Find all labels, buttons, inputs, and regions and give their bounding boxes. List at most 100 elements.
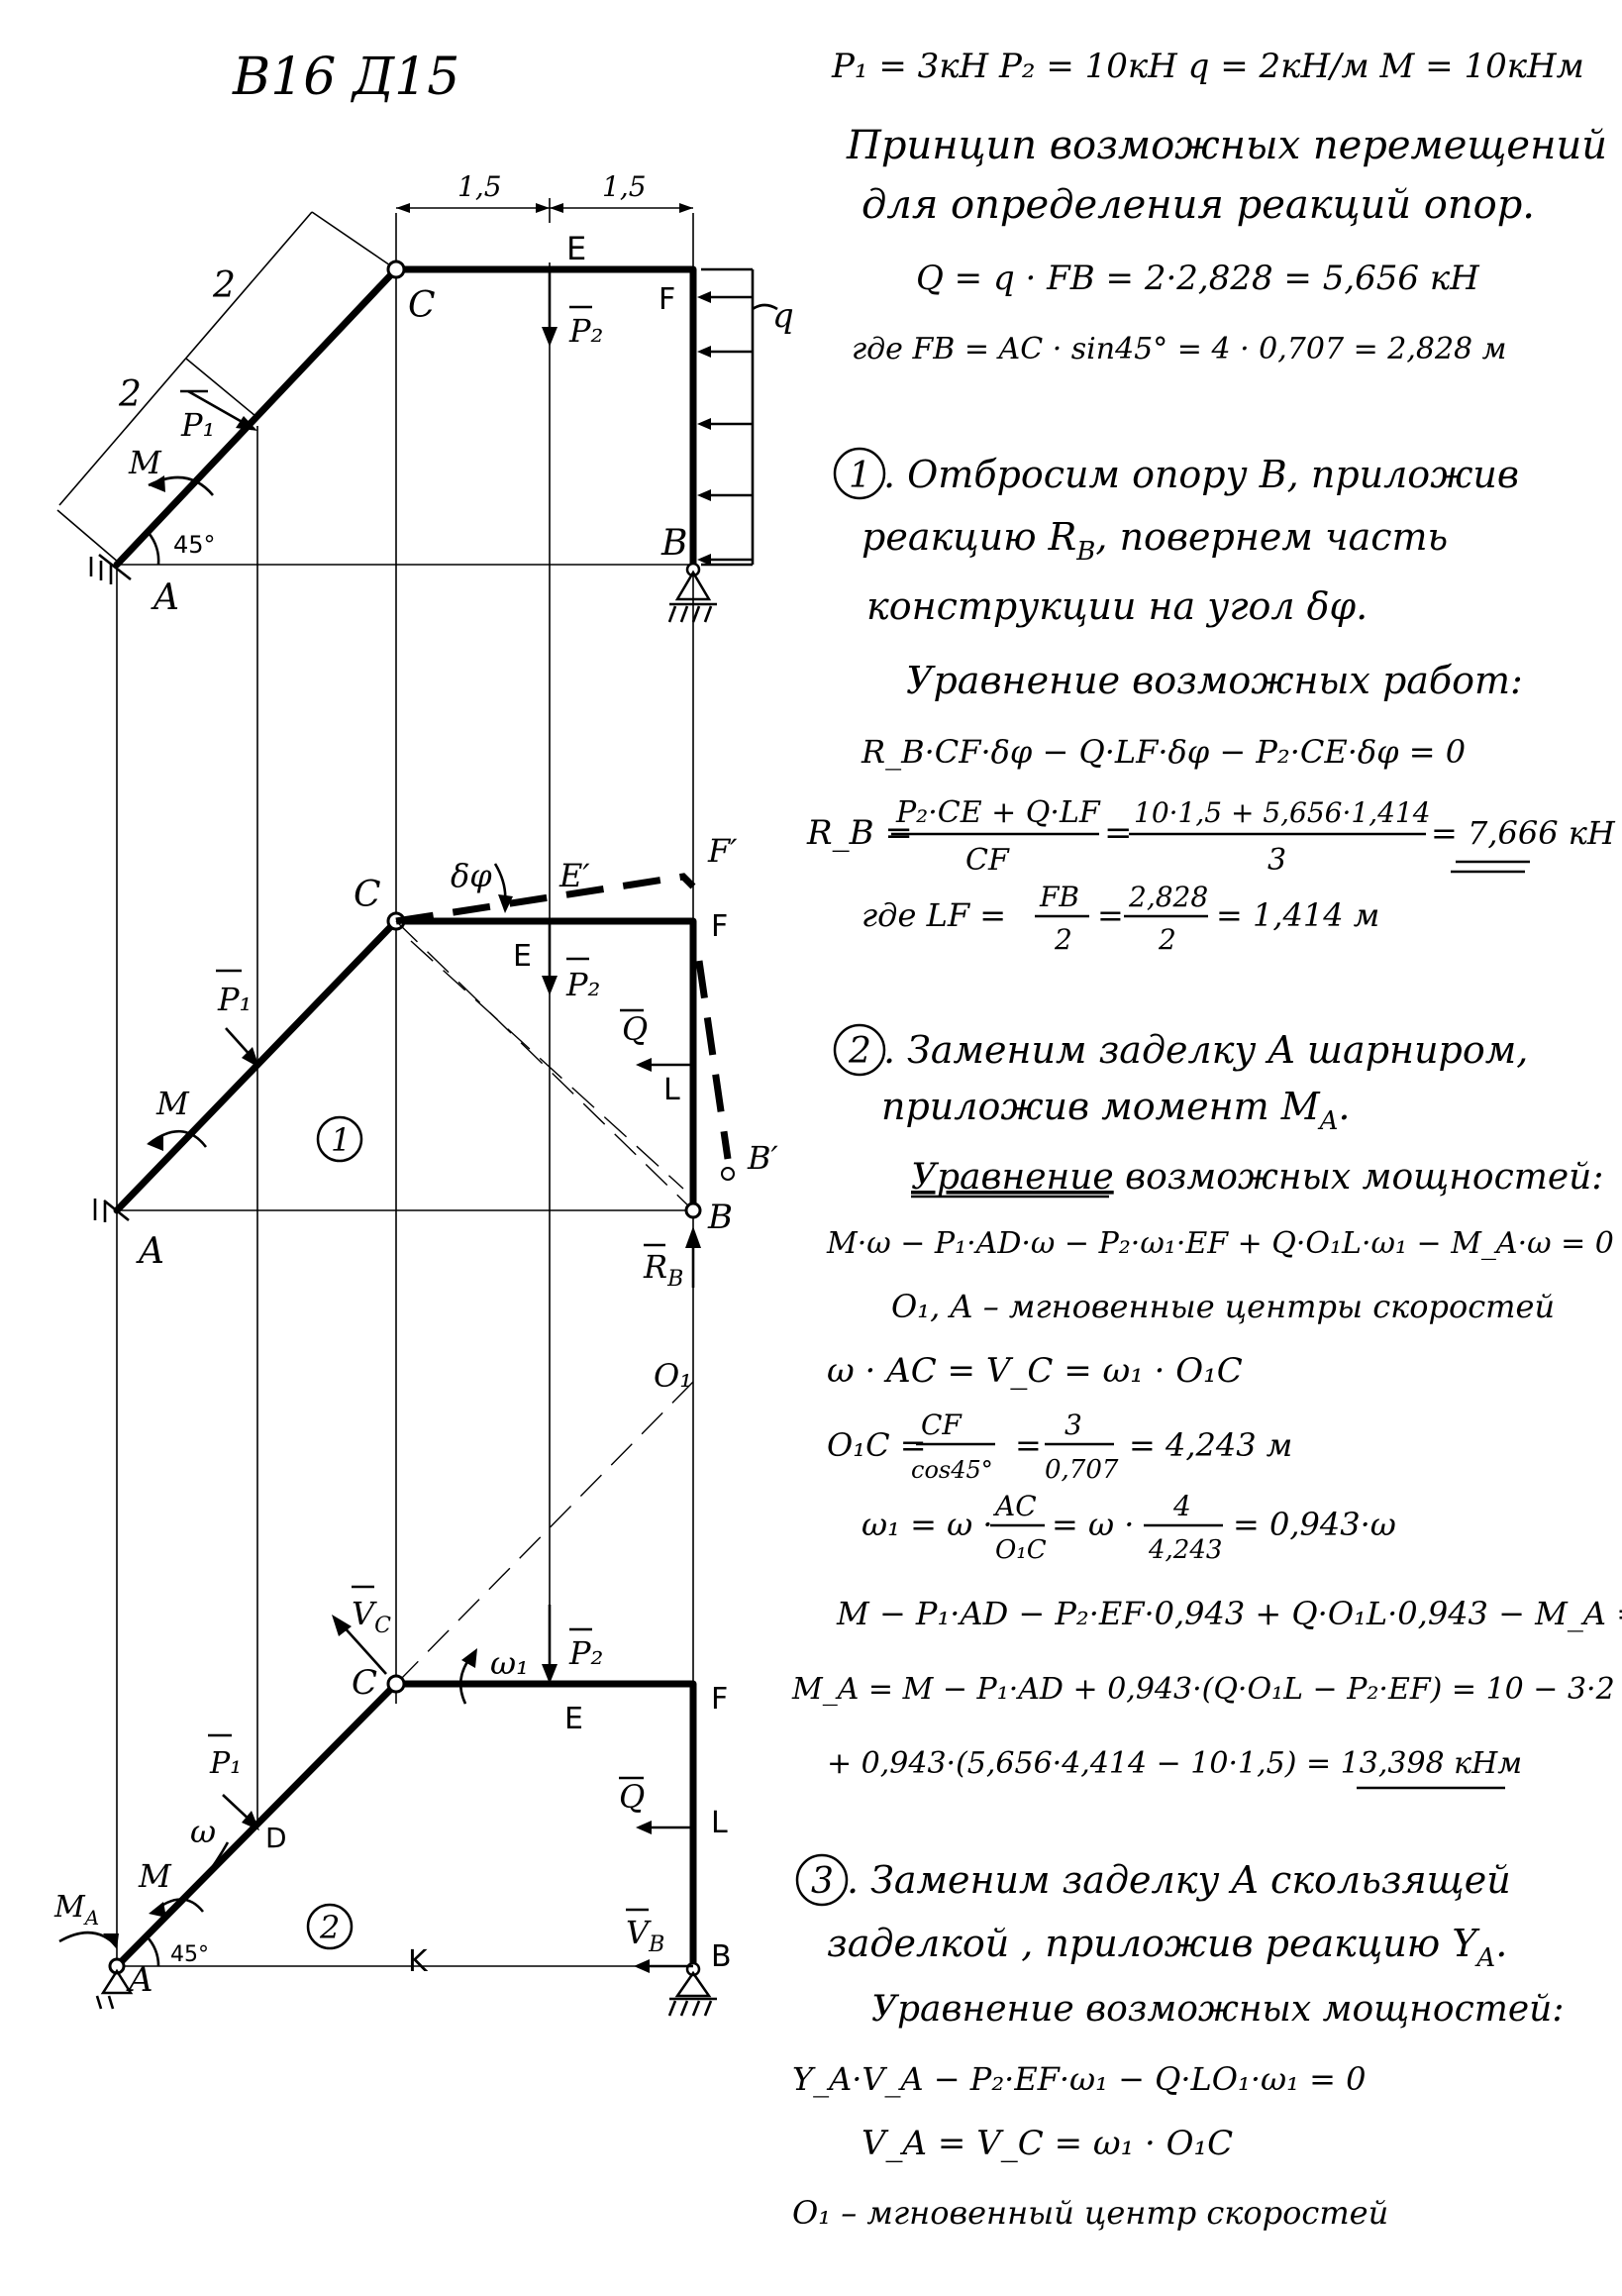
rb-num2: 10·1,5 + 5,656·1,414	[1134, 796, 1431, 829]
point-K-fig2: K	[408, 1944, 429, 1979]
step2-eq: M·ω − P₁·AD·ω − P₂·ω₁·EF + Q·O₁L·ω₁ − M_…	[826, 1226, 1614, 1261]
w1-mid: = ω ·	[1052, 1506, 1134, 1543]
rb-den: CF	[965, 843, 1010, 878]
force-Q-fig1: Q	[622, 1010, 648, 1048]
step3-text-2: заделкой , приложив реакцию YA.	[827, 1922, 1507, 1973]
step2-eq2: M − P₁·AD − P₂·EF·0,943 + Q·O₁L·0,943 − …	[836, 1595, 1622, 1632]
step2-text-2: приложив момент MA.	[881, 1085, 1351, 1136]
force-P2-top: P₂	[568, 312, 603, 350]
point-C-top: C	[408, 285, 436, 326]
lf-num: FB	[1039, 881, 1079, 913]
step2-number: 2	[848, 1031, 871, 1072]
o1c-lhs: O₁C =	[827, 1426, 927, 1464]
point-F-fig1: F	[711, 909, 728, 944]
rb-den2: 3	[1267, 843, 1286, 878]
point-F-fig2: F	[711, 1682, 728, 1717]
w1-den: O₁C	[995, 1535, 1047, 1565]
page-title: В16 Д15	[232, 48, 459, 107]
moment-M-fig2: M	[138, 1857, 172, 1895]
moment-M-fig1: M	[155, 1085, 190, 1122]
step2-text-1: . Заменим заделку A шарниром,	[883, 1028, 1528, 1072]
structure-given: 1,5 1,5 2 2 A 45° B C E F P₂	[56, 170, 794, 623]
fb-formula: где FB = AC · sin45° = 4 · 0,707 = 2,828…	[852, 332, 1507, 366]
step2-centers: O₁, A – мгновенные центры скоростей	[891, 1288, 1555, 1325]
point-E-fig1: E	[513, 939, 532, 974]
velocity-VC: VC	[352, 1595, 391, 1638]
structure-case-1: A C E E′ F′ F L B′ B δφ P₂ Q P₁ M 1	[93, 832, 779, 1395]
point-C-fig1: C	[354, 875, 381, 915]
w1-num2: 4	[1172, 1490, 1191, 1522]
step2-ma1: M_A = M − P₁·AD + 0,943·(Q·O₁L − P₂·EF) …	[791, 1672, 1622, 1707]
point-L-fig1: L	[663, 1073, 680, 1107]
point-B-prime: B′	[747, 1139, 779, 1177]
o1c-result: = 4,243 м	[1129, 1426, 1292, 1464]
point-E-top: E	[566, 230, 586, 267]
step1-text-2: реакцию RB, повернем часть	[862, 515, 1448, 567]
point-A-fig1: A	[136, 1231, 164, 1272]
step1-number: 1	[849, 456, 871, 496]
figure-label-2: 2	[319, 1909, 340, 1946]
lf-den2: 2	[1158, 923, 1176, 956]
q-formula: Q = q · FB = 2·2,828 = 5,656 кН	[916, 259, 1480, 298]
force-P2-fig1: P₂	[565, 966, 600, 1003]
dim-label-diag-upper: 2	[212, 265, 236, 306]
lf-lhs: где LF =	[862, 896, 1006, 934]
force-Q-fig2: Q	[619, 1778, 645, 1816]
step3-eq: Y_A·V_A − P₂·EF·ω₁ − Q·LO₁·ω₁ = 0	[792, 2060, 1366, 2098]
step1-eq-title: Уравнение возможных работ:	[906, 659, 1523, 702]
given-values: P₁ = 3кН P₂ = 10кН q = 2кН/м M = 10кНм	[831, 47, 1584, 86]
figure-label-1: 1	[331, 1121, 351, 1159]
step3-eq-title: Уравнение возможных мощностей:	[871, 1989, 1565, 2030]
moment-M-top: M	[128, 444, 162, 481]
step2-ma2: + 0,943·(5,656·4,414 − 10·1,5) = 13,398 …	[827, 1746, 1522, 1781]
point-B-fig2: B	[711, 1939, 732, 1974]
dim-label-diag-lower: 2	[118, 374, 142, 415]
force-P2-fig2: P₂	[568, 1634, 603, 1672]
point-F-prime: F′	[707, 832, 738, 870]
point-A-fig2: A	[126, 1960, 153, 2000]
point-E-fig2: E	[564, 1702, 583, 1736]
w1-den2: 4,243	[1148, 1535, 1222, 1565]
step3-note: O₁ – мгновенный центр скоростей	[792, 2194, 1388, 2232]
omega-label: ω	[190, 1813, 216, 1850]
o1c-eq: =	[1015, 1426, 1042, 1464]
angle-dphi: δφ	[451, 857, 492, 894]
step3-text-1: . Заменим заделку A скользящей	[847, 1858, 1511, 1902]
w1-result: = 0,943·ω	[1233, 1506, 1396, 1543]
step1-eq: R_B·CF·δφ − Q·LF·δφ − P₂·CE·δφ = 0	[861, 733, 1466, 771]
moment-MA: MA	[53, 1890, 99, 1930]
o1c-den: cos45°	[911, 1456, 993, 1484]
point-A-top: A	[151, 577, 179, 618]
dim-label-right: 1,5	[602, 170, 647, 203]
step3-number: 3	[811, 1861, 834, 1902]
force-P1-fig1: P₁	[217, 981, 252, 1018]
o1c-num: CF	[921, 1409, 963, 1441]
w1-lhs: ω₁ = ω ·	[862, 1506, 993, 1543]
intro-line-2: для определения реакций опор.	[862, 182, 1535, 228]
rb-eq: =	[1104, 813, 1133, 853]
point-E-prime: E′	[558, 857, 590, 894]
lf-num2: 2,828	[1128, 881, 1208, 913]
point-B-fig1: B	[707, 1198, 733, 1237]
step3-va: V_A = V_C = ω₁ · O₁C	[862, 2124, 1233, 2163]
point-F-top: F	[659, 282, 675, 317]
o1c-num2: 3	[1064, 1409, 1082, 1441]
solution-text: P₁ = 3кН P₂ = 10кН q = 2кН/м M = 10кНм П…	[791, 47, 1622, 2232]
step2-vc: ω · AC = V_C = ω₁ · O₁C	[827, 1351, 1243, 1391]
point-C-fig2: C	[352, 1663, 377, 1703]
omega1-label: ω₁	[490, 1644, 529, 1682]
lf-eq: =	[1097, 896, 1124, 934]
lf-result: = 1,414 м	[1216, 896, 1379, 934]
step2-eq-title: Уравнение возможных мощностей:	[911, 1157, 1604, 1198]
intro-line-1: Принцип возможных перемещений	[846, 123, 1607, 168]
w1-num: AC	[992, 1490, 1037, 1522]
rb-result: = 7,666 кН	[1431, 814, 1616, 852]
point-B-top: B	[660, 523, 687, 564]
angle-label-top: 45°	[173, 531, 216, 559]
point-D-fig2: D	[265, 1822, 287, 1854]
dim-label-left: 1,5	[457, 170, 502, 203]
lf-den: 2	[1054, 923, 1072, 956]
force-P1-fig2: P₁	[209, 1746, 242, 1781]
step1-text-3: конструкции на угол δφ.	[866, 584, 1368, 628]
